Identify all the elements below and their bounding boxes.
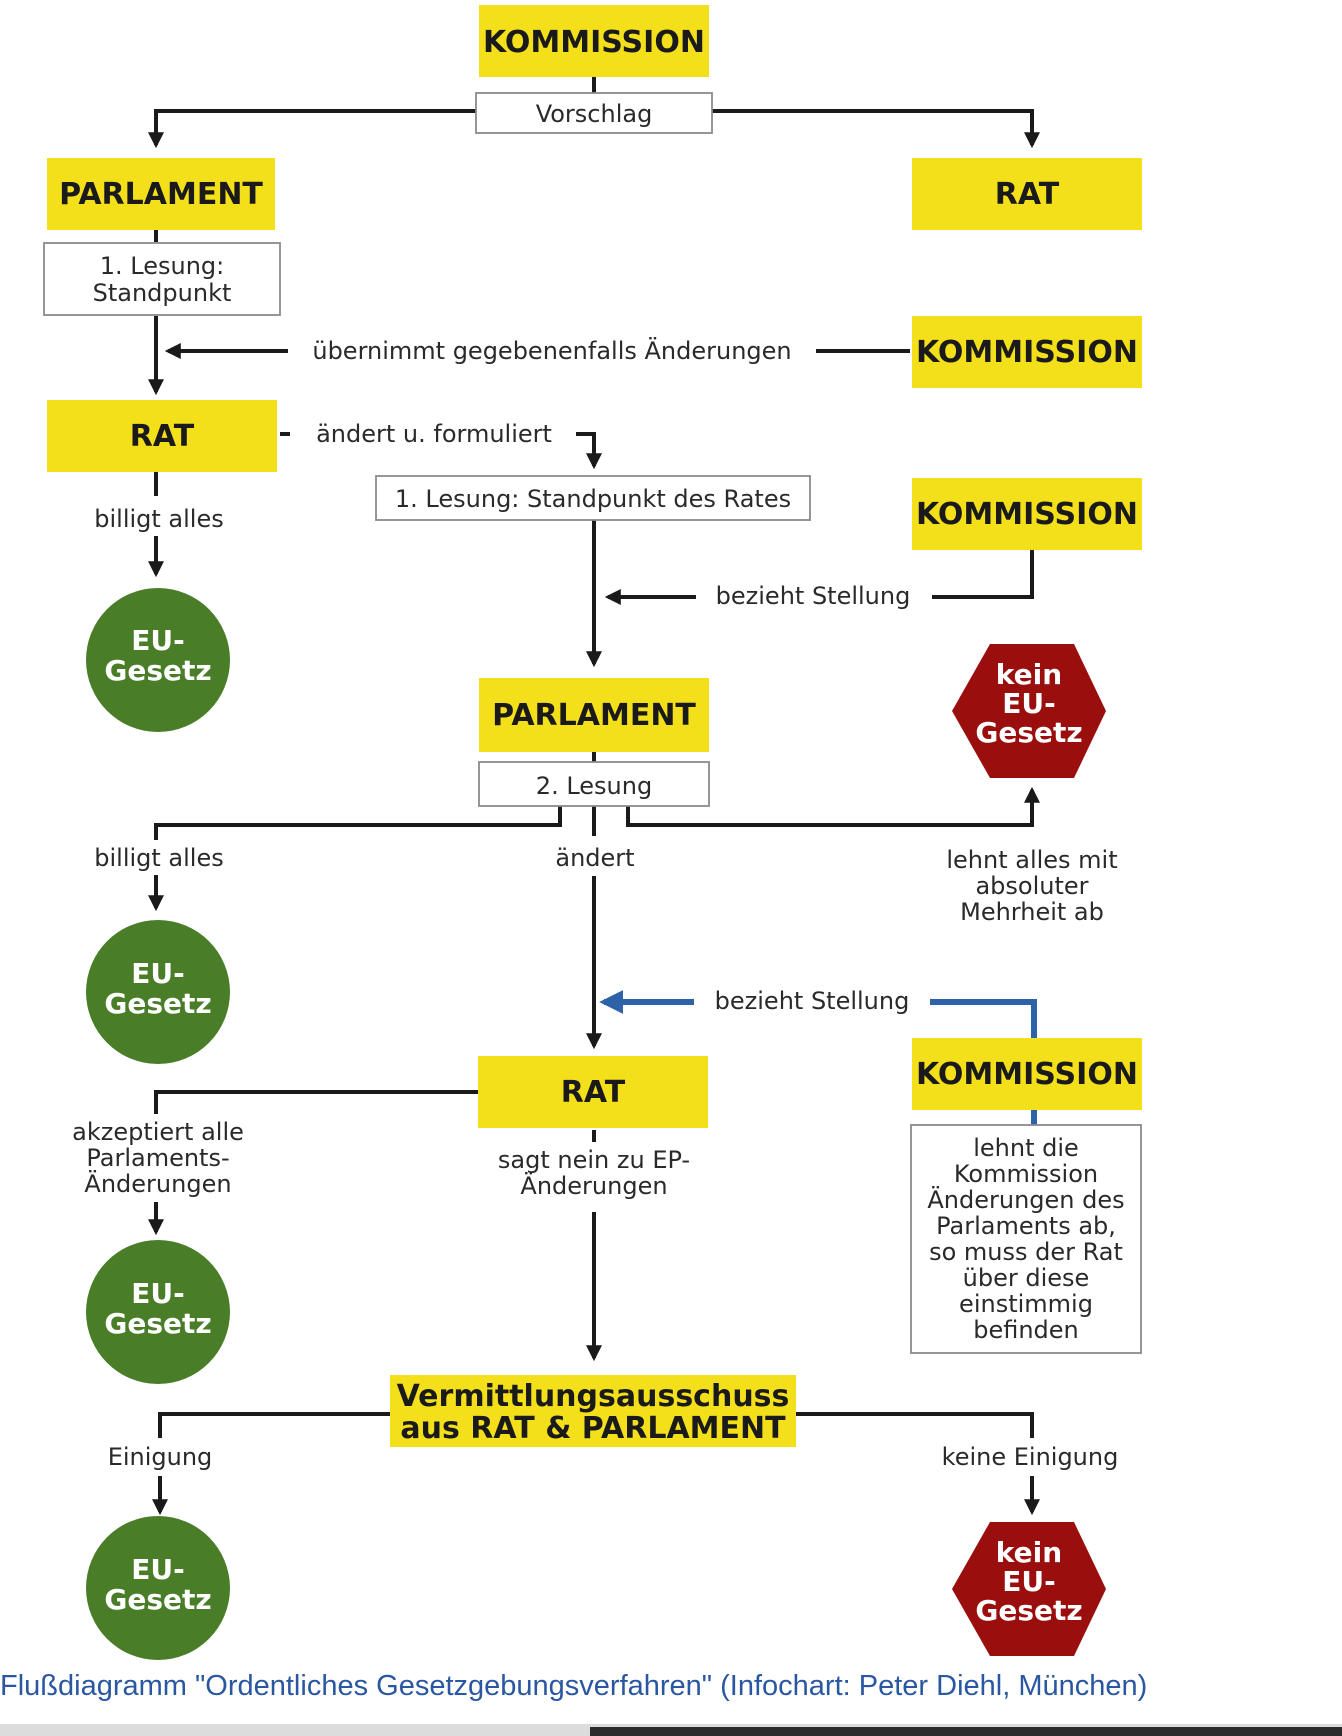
kommission-3-label: KOMMISSION [916,497,1138,532]
kein-gesetz-1-line1: kein [996,658,1062,691]
connectors [148,77,1040,1516]
page-bottom-dark-strip [590,1727,1342,1736]
lehnt-ab-line3: Mehrheit ab [960,898,1104,926]
kommission-box-3: KOMMISSION [912,478,1142,550]
note-line-5: so muss der Rat [929,1238,1123,1266]
lehnt-ab-line1: lehnt alles mit [946,846,1117,874]
eu-gesetz-1-line1: EU- [131,624,184,657]
kommission-2-label: KOMMISSION [916,335,1138,370]
kommission-note-box: lehnt die Kommission Änderungen des Parl… [910,1124,1142,1354]
kommission-top-label: KOMMISSION [483,25,705,60]
eu-gesetz-circle-3: EU- Gesetz [86,1240,230,1384]
kommission-box-top: KOMMISSION [479,5,709,77]
lesung-2-label: 2. Lesung [536,772,652,800]
aendert-formuliert-label: ändert u. formuliert [316,420,552,448]
eu-gesetz-1-line2: Gesetz [104,654,211,687]
kein-gesetz-1-line2: EU- [1002,687,1055,720]
aendert-label: ändert [555,844,634,872]
rat-box-1: RAT [912,158,1142,230]
akzeptiert-line3: Änderungen [84,1169,231,1198]
akzeptiert-line1: akzeptiert alle [72,1118,244,1146]
lesung-rat-box: 1. Lesung: Standpunkt des Rates [375,475,811,521]
kein-gesetz-2-line2: EU- [1002,1565,1055,1598]
note-line-1: lehnt die [973,1134,1079,1162]
eu-gesetz-3-line1: EU- [131,1277,184,1310]
parlament-box-1: PARLAMENT [47,158,275,230]
lesung-1-line2: Standpunkt [93,279,232,307]
note-line-6: über diese [963,1264,1090,1292]
lesung-2-box: 2. Lesung [478,761,710,807]
lesung-1-box: 1. Lesung: Standpunkt [43,242,281,316]
rat-3-label: RAT [561,1075,626,1110]
parlament-1-label: PARLAMENT [59,177,263,212]
kommission-box-2: KOMMISSION [912,316,1142,388]
kein-gesetz-1-line3: Gesetz [975,716,1082,749]
eu-gesetz-2-line2: Gesetz [104,987,211,1020]
note-line-3: Änderungen des [927,1185,1124,1214]
kein-gesetz-2-line3: Gesetz [975,1594,1082,1627]
kein-eu-gesetz-hexagon-1: kein EU- Gesetz [952,644,1106,778]
lesung-1-line1: 1. Lesung: [100,252,225,280]
kommission-4-label: KOMMISSION [916,1057,1138,1092]
note-line-8: befinden [973,1316,1079,1344]
kein-eu-gesetz-hexagon-2: kein EU- Gesetz [952,1522,1106,1656]
kommission-box-4: KOMMISSION [912,1038,1142,1110]
parlament-2-label: PARLAMENT [492,698,696,733]
eu-gesetz-4-line1: EU- [131,1553,184,1586]
billigt-alles-label-2: billigt alles [94,844,224,872]
eu-gesetz-4-line2: Gesetz [104,1583,211,1616]
eu-gesetz-circle-4: EU- Gesetz [86,1516,230,1660]
vermittlungsausschuss-box: Vermittlungsausschuss aus RAT & PARLAMEN… [390,1375,796,1447]
note-line-7: einstimmig [959,1290,1093,1318]
vermittlung-line2: aus RAT & PARLAMENT [400,1411,786,1446]
note-line-4: Parlaments ab, [936,1212,1116,1240]
note-line-2: Kommission [954,1160,1098,1188]
rat-1-label: RAT [995,177,1060,212]
sagt-nein-line1: sagt nein zu EP- [498,1146,690,1174]
parlament-box-2: PARLAMENT [479,678,709,752]
rat-box-3: RAT [478,1056,708,1128]
keine-einigung-label: keine Einigung [942,1443,1119,1471]
eu-gesetz-2-line1: EU- [131,957,184,990]
akzeptiert-line2: Parlaments- [86,1144,229,1172]
vermittlung-line1: Vermittlungsausschuss [397,1379,790,1414]
eu-gesetz-circle-1: EU- Gesetz [86,588,230,732]
figure-caption: Flußdiagramm "Ordentliches Gesetzgebungs… [0,1670,1148,1702]
sagt-nein-line2: Änderungen [520,1171,667,1200]
bezieht-stellung-label-1: bezieht Stellung [716,582,911,610]
eu-gesetz-circle-2: EU- Gesetz [86,920,230,1064]
vorschlag-label: Vorschlag [536,100,653,128]
lehnt-ab-line2: absoluter [975,872,1088,900]
bezieht-stellung-label-2: bezieht Stellung [715,987,910,1015]
eu-gesetz-3-line2: Gesetz [104,1307,211,1340]
rat-box-2: RAT [47,400,277,472]
kein-gesetz-2-line1: kein [996,1536,1062,1569]
lesung-rat-label: 1. Lesung: Standpunkt des Rates [395,485,791,513]
billigt-alles-label-1: billigt alles [94,505,224,533]
rat-2-label: RAT [130,419,195,454]
einigung-label: Einigung [108,1443,213,1471]
vorschlag-box: Vorschlag [475,92,713,134]
uebernimmt-label: übernimmt gegebenenfalls Änderungen [312,336,791,365]
